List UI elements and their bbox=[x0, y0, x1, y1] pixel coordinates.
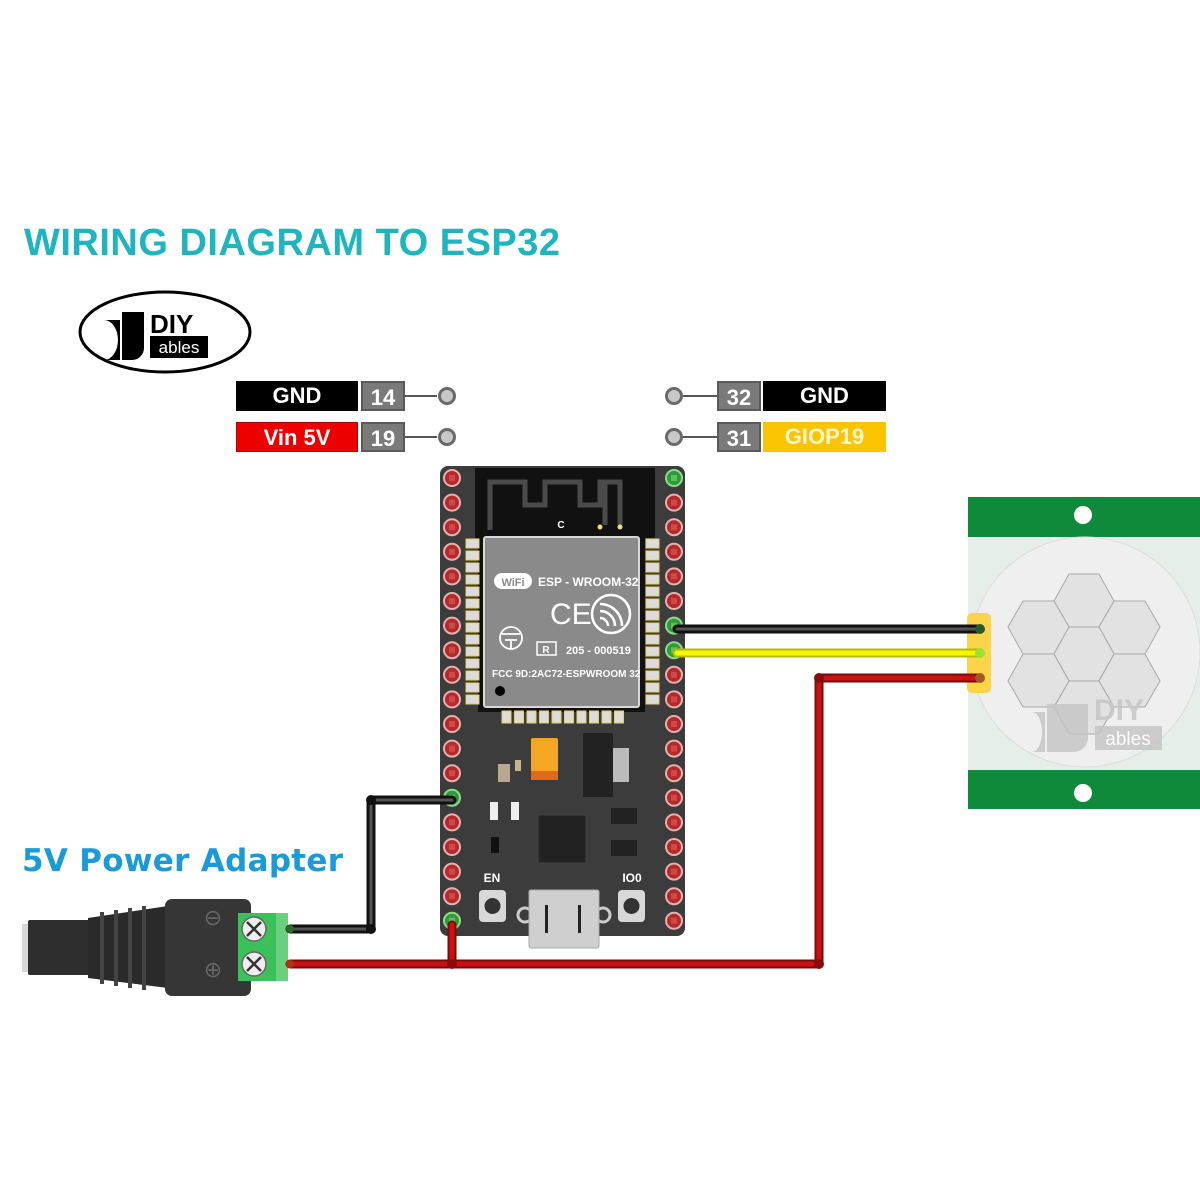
legend-connector-line bbox=[405, 395, 437, 397]
pir-watermark-ables: ables bbox=[1105, 729, 1150, 750]
module-pad bbox=[645, 694, 660, 705]
en-button-label: EN bbox=[484, 871, 501, 885]
module-pad bbox=[645, 658, 660, 669]
reg-mark: R bbox=[542, 645, 550, 656]
module-pad bbox=[645, 682, 660, 693]
module-pad bbox=[589, 710, 599, 724]
module-pad bbox=[465, 538, 480, 549]
module-pad bbox=[645, 634, 660, 645]
module-pad bbox=[645, 538, 660, 549]
module-pad bbox=[539, 710, 549, 724]
plus-terminal-symbol: ⊕ bbox=[204, 957, 222, 982]
module-pad bbox=[614, 710, 624, 724]
esp32-board: C WiFi ESP - WROOM-32 CE R 205 - 000519 … bbox=[440, 466, 685, 949]
svg-text:WiFi: WiFi bbox=[501, 577, 524, 589]
reg-box bbox=[536, 641, 557, 656]
legend-pin-dot bbox=[438, 428, 456, 446]
module-pad bbox=[465, 646, 480, 657]
power-adapter-title: 5V Power Adapter bbox=[22, 843, 344, 879]
legend-connector-line bbox=[683, 395, 717, 397]
module-pad bbox=[645, 562, 660, 573]
module-pad bbox=[465, 598, 480, 609]
legend-connector-line bbox=[405, 436, 437, 438]
mounting-hole bbox=[1074, 506, 1092, 524]
module-pads-right bbox=[645, 538, 660, 705]
pir-watermark-diy: DIY bbox=[1094, 694, 1144, 727]
module-pad bbox=[526, 710, 537, 724]
voltage-regulator bbox=[583, 733, 613, 797]
logo-mark-right bbox=[122, 312, 144, 360]
legend-right-signal-pin: 31 bbox=[717, 422, 761, 452]
module-pad bbox=[465, 634, 480, 645]
module-pad bbox=[514, 710, 524, 724]
module-pad bbox=[465, 622, 480, 633]
page-title: WIRING DIAGRAM TO ESP32 bbox=[24, 222, 561, 264]
en-button[interactable] bbox=[479, 890, 506, 922]
ce-mark-icon: CE bbox=[550, 598, 592, 631]
module-pad bbox=[465, 586, 480, 597]
module-brand: ESP - WROOM-32 bbox=[538, 575, 639, 589]
dc-power-adapter: ⊖ ⊕ bbox=[22, 899, 288, 996]
module-pad bbox=[465, 658, 480, 669]
logo-ables-text: ables bbox=[159, 338, 200, 357]
antenna-trace bbox=[487, 479, 623, 530]
header-pins-right bbox=[665, 469, 683, 930]
module-pad bbox=[465, 610, 480, 621]
diyables-logo: DIY ables bbox=[78, 290, 252, 374]
module-pads-bottom bbox=[501, 710, 624, 724]
module-pad bbox=[645, 622, 660, 633]
legend-right-gnd-pin: 32 bbox=[717, 381, 761, 411]
micro-usb-port[interactable] bbox=[516, 889, 612, 949]
module-pad bbox=[501, 710, 512, 724]
legend-right-signal-label: GIOP19 bbox=[763, 422, 886, 452]
module-pad bbox=[645, 670, 660, 681]
wires bbox=[285, 624, 985, 969]
module-pad bbox=[564, 710, 574, 724]
screw-icon bbox=[241, 916, 267, 942]
module-pad bbox=[576, 710, 587, 724]
legend-pin-dot bbox=[665, 428, 683, 446]
module-pad bbox=[645, 598, 660, 609]
module-pad bbox=[601, 710, 612, 724]
wifi-logo-icon: WiFi bbox=[494, 573, 532, 589]
legend-right-gnd-label: GND bbox=[763, 381, 886, 411]
screw-icon bbox=[241, 951, 267, 977]
module-pad bbox=[465, 550, 480, 561]
legend-left-gnd-label: GND bbox=[236, 381, 358, 411]
legend-pin-dot bbox=[438, 387, 456, 405]
header-pins-left bbox=[443, 469, 461, 930]
module-pad bbox=[465, 682, 480, 693]
module-pad bbox=[465, 694, 480, 705]
module-pad bbox=[645, 610, 660, 621]
module-pads-left bbox=[465, 538, 480, 705]
module-pad bbox=[465, 574, 480, 585]
logo-mark-left bbox=[104, 320, 120, 360]
usb-uart-chip bbox=[537, 814, 587, 864]
module-pad bbox=[645, 646, 660, 657]
tantalum-capacitor bbox=[531, 738, 558, 780]
cert-number: 205 - 000519 bbox=[566, 645, 631, 657]
legend-left-gnd-pin: 14 bbox=[361, 381, 405, 411]
fcc-id: FCC 9D:2AC72-ESPWROOM 32 bbox=[492, 669, 641, 680]
minus-terminal-symbol: ⊖ bbox=[204, 905, 222, 930]
logo-diy-text: DIY bbox=[150, 309, 193, 339]
module-pad bbox=[645, 550, 660, 561]
mounting-hole bbox=[1074, 784, 1092, 802]
pir-watermark-logo: DIY ables bbox=[1032, 694, 1162, 752]
telec-mark-icon bbox=[499, 626, 523, 650]
legend-left-vin-label: Vin 5V bbox=[236, 422, 358, 452]
module-pad bbox=[465, 670, 480, 681]
legend-left-vin-pin: 19 bbox=[361, 422, 405, 452]
legend-connector-line bbox=[683, 436, 717, 438]
legend-pin-dot bbox=[665, 387, 683, 405]
io0-button-label: IO0 bbox=[622, 871, 642, 885]
module-pad bbox=[645, 574, 660, 585]
io0-button[interactable] bbox=[618, 890, 645, 922]
espressif-logo-icon bbox=[590, 593, 632, 635]
pir-sensor: DIY ables bbox=[967, 497, 1200, 809]
antenna-label: C bbox=[557, 520, 564, 531]
module-pad bbox=[551, 710, 562, 724]
module-pad bbox=[645, 586, 660, 597]
module-pad bbox=[465, 562, 480, 573]
